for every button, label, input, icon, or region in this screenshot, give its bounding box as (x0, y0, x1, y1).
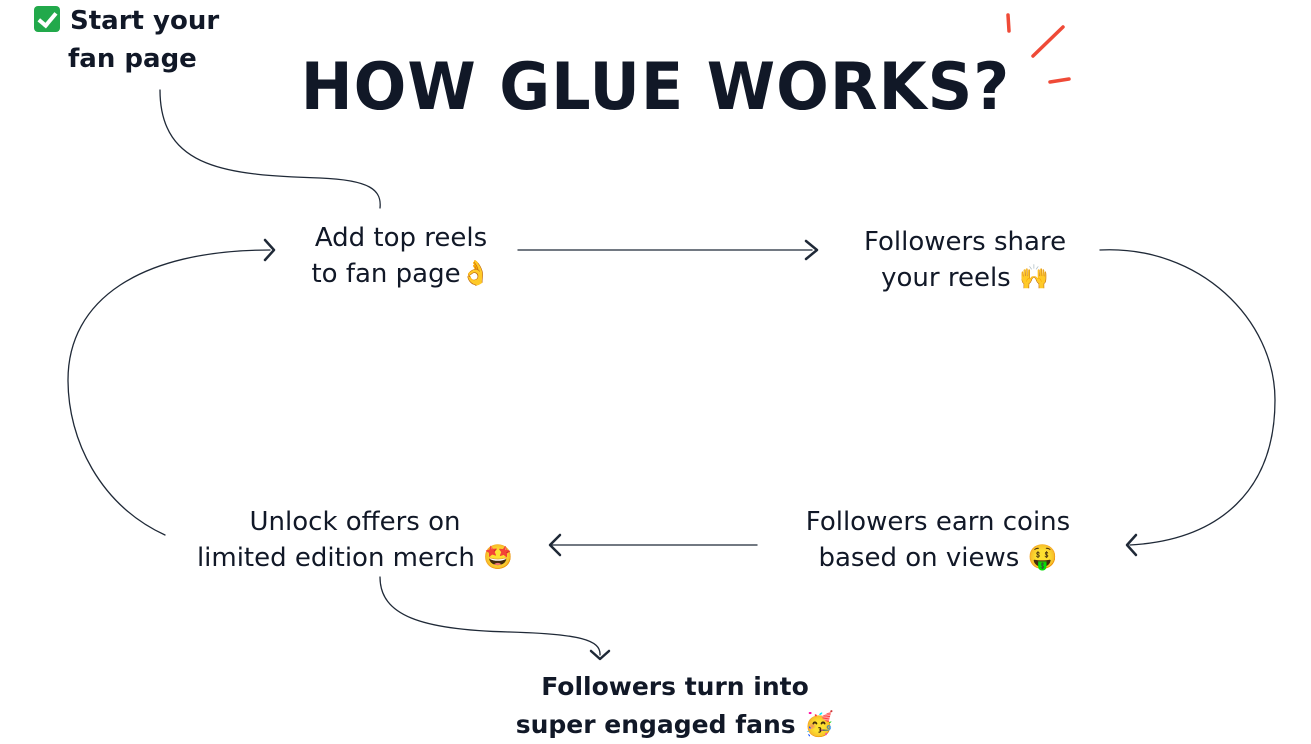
node-earn-coins-line2: based on views (818, 543, 1020, 573)
node-super-fans: Followers turn into super engaged fans 🥳 (490, 668, 860, 744)
node-earn-coins-line2-row: based on views 🤑 (780, 540, 1096, 576)
page-title: HOW GLUE WORKS? (300, 48, 1011, 125)
start-note: Start your fan page (34, 2, 219, 78)
check-mark-button-icon (34, 6, 60, 32)
sparkle-accent-icon (1006, 13, 1071, 84)
start-note-line2: fan page (68, 44, 197, 74)
arrowhead-add-to-share (804, 239, 819, 261)
node-unlock-offers-line2-row: limited edition merch 🤩 (170, 540, 540, 576)
node-followers-share-line2-row: your reels 🙌 (840, 260, 1090, 296)
start-note-line1: Start your (70, 6, 220, 36)
node-add-reels-line2-row: to fan page👌 (298, 256, 504, 292)
partying-face-emoji-icon: 🥳 (804, 710, 835, 738)
arrow-unlock-to-fans (379, 576, 601, 656)
node-super-fans-line2-row: super engaged fans 🥳 (490, 706, 860, 744)
node-add-reels: Add top reels to fan page👌 (298, 220, 504, 292)
arrow-share-to-earn (1099, 249, 1276, 546)
node-add-reels-line2: to fan page (311, 259, 461, 289)
node-earn-coins-line1: Followers earn coins (805, 507, 1071, 537)
start-connector (159, 89, 381, 209)
star-struck-emoji-icon: 🤩 (483, 543, 514, 571)
node-followers-share-line2: your reels (881, 263, 1011, 293)
ok-hand-emoji-icon: 👌 (460, 259, 491, 287)
node-earn-coins: Followers earn coins based on views 🤑 (780, 504, 1096, 576)
start-note-line1-row: Start your (34, 2, 219, 40)
arrowhead-earn-to-unlock (548, 533, 562, 557)
arrowhead-share-to-earn (1125, 533, 1138, 557)
node-unlock-offers: Unlock offers on limited edition merch 🤩 (170, 504, 540, 576)
node-add-reels-line1: Add top reels (314, 223, 488, 253)
node-unlock-offers-line1: Unlock offers on (249, 507, 461, 537)
node-followers-share: Followers share your reels 🙌 (840, 224, 1090, 296)
node-super-fans-line2: super engaged fans (515, 710, 796, 739)
node-followers-share-line1: Followers share (863, 227, 1067, 257)
node-unlock-offers-line2: limited edition merch (196, 543, 475, 573)
node-super-fans-line1: Followers turn into (541, 672, 809, 701)
arrow-unlock-to-add (67, 249, 271, 536)
arrowhead-unlock-to-add (263, 238, 276, 262)
raising-hands-emoji-icon: 🙌 (1018, 263, 1049, 291)
arrowhead-unlock-to-fans (589, 649, 611, 661)
money-mouth-face-emoji-icon: 🤑 (1027, 543, 1058, 571)
